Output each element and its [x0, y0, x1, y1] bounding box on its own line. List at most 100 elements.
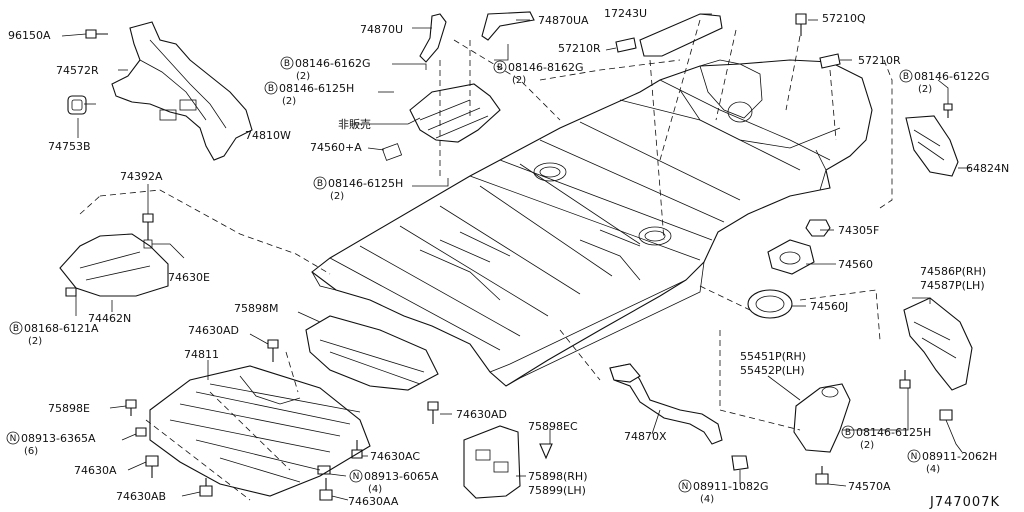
cover-75898m — [305, 315, 439, 391]
label-74560[interactable]: 74560 — [838, 258, 873, 271]
assembly-dashed-lines — [79, 19, 893, 501]
bolt-symbol-icon — [493, 60, 507, 74]
label-08146-6125h-b[interactable]: 08146-6125H — [328, 177, 403, 190]
label-74753b[interactable]: 74753B — [48, 140, 91, 153]
label-74630e[interactable]: 74630E — [168, 271, 210, 284]
bolt-74570a-icon — [815, 466, 829, 485]
bolt-symbol-letter: B — [268, 84, 274, 94]
bolt-08168-6121a-icon — [65, 287, 77, 297]
bolt-symbol-icon — [9, 321, 23, 335]
nut-symbol-letter: N — [682, 482, 689, 492]
label-74587p[interactable]: 74587P(LH) — [920, 279, 985, 292]
label-08911-2062h-qty: (4) — [926, 464, 940, 475]
label-74870ua[interactable]: 74870UA — [538, 14, 589, 27]
label-74560a[interactable]: 74560+A — [310, 141, 362, 154]
bracket-74586p-icon — [903, 297, 973, 391]
bolt-08146-6122g-icon — [943, 103, 953, 118]
label-55452p[interactable]: 55452P(LH) — [740, 364, 805, 377]
nut-symbol-letter: N — [911, 452, 918, 462]
bracket-74870u-icon — [419, 13, 447, 63]
label-08146-6125h-a-qty: (2) — [282, 96, 296, 107]
label-74570a[interactable]: 74570A — [848, 480, 891, 493]
nut-08911-1082g-icon — [731, 455, 749, 471]
label-75898ec[interactable]: 75898EC — [528, 420, 578, 433]
label-74630a[interactable]: 74630A — [74, 464, 117, 477]
label-08913-6365a-qty: (6) — [24, 446, 38, 457]
nut-08911-2062h-icon — [939, 409, 953, 421]
bolt-symbol-letter: B — [845, 428, 851, 438]
label-75898e[interactable]: 75898E — [48, 402, 90, 415]
label-74630aa[interactable]: 74630AA — [348, 495, 399, 508]
label-08168-6121a[interactable]: 08168-6121A — [24, 322, 99, 335]
label-96150a[interactable]: 96150A — [8, 29, 51, 42]
label-08146-6125h-b-qty: (2) — [330, 191, 344, 202]
nut-symbol-icon — [907, 449, 921, 463]
label-55451p[interactable]: 55451P(RH) — [740, 350, 806, 363]
clip-74305f-icon — [805, 219, 831, 237]
label-74630ab[interactable]: 74630AB — [116, 490, 166, 503]
label-74870u[interactable]: 74870U — [360, 23, 403, 36]
label-57210r-b[interactable]: 57210R — [858, 54, 901, 67]
floor-cover-74810w — [381, 83, 501, 161]
strap-74870x-icon — [609, 363, 723, 445]
label-74462n[interactable]: 74462N — [88, 312, 131, 325]
bolt-74630ad-b-icon — [427, 401, 439, 424]
bolt-symbol-letter: B — [903, 72, 909, 82]
nut-symbol-icon — [6, 431, 20, 445]
nut-symbol-icon — [349, 469, 363, 483]
label-57210r-a[interactable]: 57210R — [558, 42, 601, 55]
label-57210q[interactable]: 57210Q — [822, 12, 866, 25]
bolt-symbol-letter: B — [13, 324, 19, 334]
bolt-symbol-letter: B — [497, 63, 503, 73]
label-74560j[interactable]: 74560J — [810, 300, 848, 313]
label-74810w[interactable]: 74810W — [245, 129, 291, 142]
label-75898m[interactable]: 75898M — [234, 302, 278, 315]
label-74630ad-b[interactable]: 74630AD — [456, 408, 507, 421]
label-74630ac[interactable]: 74630AC — [370, 450, 420, 463]
rear-wheelhouse-17243u-icon — [639, 13, 723, 57]
label-74572r[interactable]: 74572R — [56, 64, 99, 77]
label-74305f[interactable]: 74305F — [838, 224, 879, 237]
bolt-symbol-icon — [899, 69, 913, 83]
label-75899-lh[interactable]: 75899(LH) — [528, 484, 586, 497]
bracket-74870ua-icon — [481, 11, 535, 41]
grommet-74560-icon — [767, 239, 815, 275]
grommet-74753b-icon — [67, 95, 87, 115]
bolt-74630ac-icon — [351, 440, 363, 459]
label-08146-6125h-c[interactable]: 08146-6125H — [856, 426, 931, 439]
bolt-74630aa-icon — [319, 478, 333, 501]
nut-symbol-letter: N — [10, 434, 17, 444]
plug-57210r-icon — [615, 37, 637, 53]
bracket-55451p-icon — [793, 383, 851, 453]
label-08146-6162g[interactable]: 08146-6162G — [295, 57, 370, 70]
label-64824n[interactable]: 64824N — [966, 162, 1009, 175]
bracket-64824n-icon — [905, 115, 959, 177]
label-74870x[interactable]: 74870X — [624, 430, 667, 443]
seal-74560j-icon — [747, 289, 793, 319]
label-08146-6122g[interactable]: 08146-6122G — [914, 70, 989, 83]
label-75898-rh[interactable]: 75898(RH) — [528, 470, 588, 483]
bolt-74630ab-icon — [199, 478, 213, 497]
label-74586p[interactable]: 74586P(RH) — [920, 265, 986, 278]
label-08913-6065a-qty: (4) — [368, 484, 382, 495]
label-74630ad-a[interactable]: 74630AD — [188, 324, 239, 337]
under-cover-74811 — [149, 365, 371, 497]
bolt-74630a-icon — [145, 455, 159, 478]
label-08146-8162g[interactable]: 08146-8162G — [508, 61, 583, 74]
label-17243u[interactable]: 17243U — [604, 7, 647, 20]
label-08911-1082g[interactable]: 08911-1082G — [693, 480, 768, 493]
label-74811[interactable]: 74811 — [184, 348, 219, 361]
bolt-symbol-icon — [313, 176, 327, 190]
label-08911-2062h[interactable]: 08911-2062H — [922, 450, 997, 463]
nut-08913-6365a-icon — [135, 427, 147, 437]
bolt-08146-6125h-c-icon — [899, 370, 911, 389]
label-08913-6065a[interactable]: 08913-6065A — [364, 470, 439, 483]
plug-57210q-icon — [795, 13, 807, 36]
label-08146-6125h-a[interactable]: 08146-6125H — [279, 82, 354, 95]
label-74392a[interactable]: 74392A — [120, 170, 163, 183]
label-08913-6365a[interactable]: 08913-6365A — [21, 432, 96, 445]
part-labels: 96150A 74572R 74753B 74870U 74870UA B 08… — [6, 7, 1009, 510]
bolt-symbol-icon — [280, 56, 294, 70]
label-08168-6121a-qty: (2) — [28, 336, 42, 347]
